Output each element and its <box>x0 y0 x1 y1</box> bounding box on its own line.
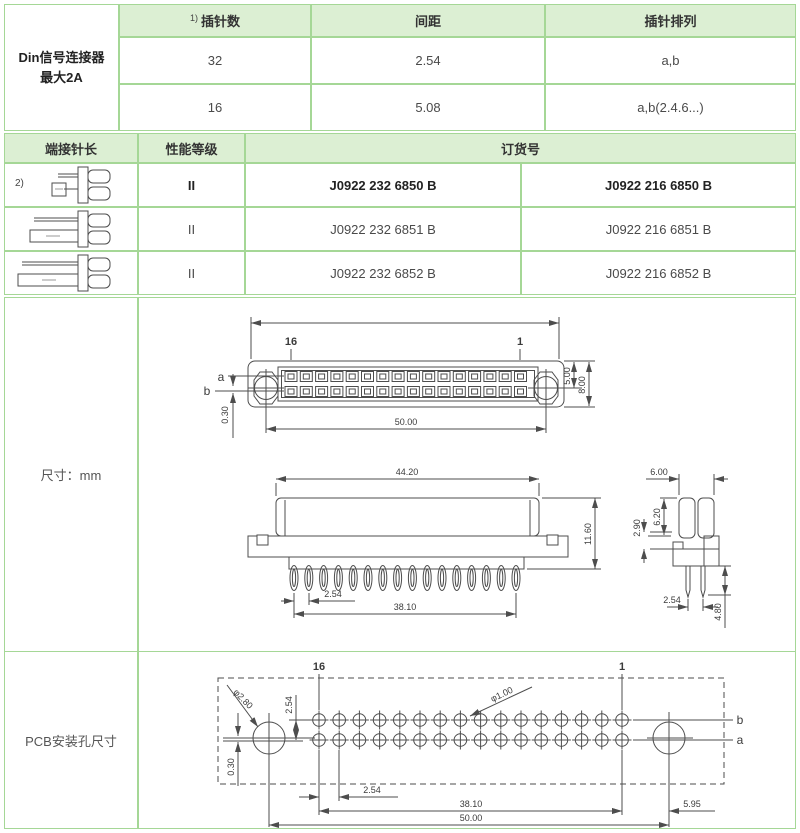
spec-product-cell: Din信号连接器 最大2A <box>4 4 119 131</box>
pcb-drawing-cell: 16 1 φ2.80 φ1.00 2.54 0.30 b a 2.54 38.1… <box>138 651 796 829</box>
pcb-span-dim: 38.10 <box>460 799 483 809</box>
pcb-board-outline <box>217 677 725 785</box>
front-view-drawing: 16 1 a b 0.30 50.00 5.00 8.00 <box>204 317 595 438</box>
pcb-offset-dim: 0.30 <box>226 758 236 776</box>
order-row2-grade: II <box>138 207 245 251</box>
spec-row1-arrangement: a,b <box>545 37 796 84</box>
connector-icon-short-pin <box>51 166 110 204</box>
order-row1-note: 2) <box>15 178 24 189</box>
pcb-label-cell: PCB安装孔尺寸 <box>4 651 138 829</box>
dimensions-label-cell: 尺寸：mm <box>4 297 138 652</box>
pcb-hole-drawing: 16 1 φ2.80 φ1.00 2.54 0.30 b a 2.54 38.1… <box>217 661 744 828</box>
side-width-dim: 44.20 <box>396 467 419 477</box>
connector-icon-medium-pin <box>29 210 110 248</box>
end-pin-length-dim: 4.80 <box>713 603 723 621</box>
front-offset-dim: 0.30 <box>220 406 230 424</box>
dimensions-drawing-cell: 16 1 a b 0.30 50.00 5.00 8.00 <box>138 297 796 652</box>
pcb-row-b-label: b <box>737 713 744 727</box>
order-row1-number-32: J0922 232 6850 B <box>245 163 521 207</box>
order-row2-number-16: J0922 216 6851 B <box>521 207 796 251</box>
pcb-pin1-label: 1 <box>619 661 625 673</box>
side-view-drawing: 44.20 2.54 38.10 11.60 <box>247 467 601 618</box>
spec-header-pitch: 间距 <box>311 4 545 37</box>
side-view-pin-array <box>289 565 521 591</box>
order-header-grade: 性能等级 <box>138 133 245 163</box>
spec-header-arrangement: 插针排列 <box>545 4 796 37</box>
order-row3-icon-cell <box>4 251 138 295</box>
pcb-row-a-label: a <box>737 733 744 747</box>
order-row3-number-32: J0922 232 6852 B <box>245 251 521 295</box>
pcb-edge-dim: 5.95 <box>683 799 701 809</box>
order-row2-number-32: J0922 232 6851 B <box>245 207 521 251</box>
end-depth-dim: 6.20 <box>652 508 662 526</box>
spec-header-pins-label: 插针数 <box>201 14 241 29</box>
spec-product-line1: Din信号连接器 <box>18 50 105 65</box>
spec-header-pins-note: 1) <box>189 12 198 23</box>
end-pitch-dim: 2.54 <box>663 595 681 605</box>
order-header-order-number: 订货号 <box>245 133 796 163</box>
end-step-dim: 2.90 <box>632 519 642 537</box>
front-span-dim: 50.00 <box>395 417 418 427</box>
order-row2-icon-cell <box>4 207 138 251</box>
front-view-socket-array <box>284 371 527 397</box>
side-pitch-dim: 2.54 <box>324 589 342 599</box>
spec-header-pins: 1) 插针数 <box>119 4 311 37</box>
order-row1-grade: II <box>138 163 245 207</box>
side-height-dim: 11.60 <box>583 523 593 545</box>
dimension-drawings: 16 1 a b 0.30 50.00 5.00 8.00 <box>204 317 731 628</box>
front-pin1-label: 1 <box>517 336 523 348</box>
spec-row2-arrangement: a,b(2.4.6...) <box>545 84 796 131</box>
order-row1-icon-cell: 2) <box>4 163 138 207</box>
spec-row2-pins: 16 <box>119 84 311 131</box>
order-header-pin-length: 端接针长 <box>4 133 138 163</box>
end-width-dim: 6.00 <box>650 467 668 477</box>
front-pin16-label: 16 <box>285 336 297 348</box>
pcb-pitch-dim: 2.54 <box>363 785 381 795</box>
spec-row2-pitch: 5.08 <box>311 84 545 131</box>
order-row1-number-16: J0922 216 6850 B <box>521 163 796 207</box>
order-row3-number-16: J0922 216 6852 B <box>521 251 796 295</box>
front-d5-dim: 5.00 <box>562 367 572 385</box>
front-d8-dim: 8.00 <box>577 376 587 394</box>
connector-icon-long-pin <box>17 254 110 292</box>
order-row3-grade: II <box>138 251 245 295</box>
end-view-drawing: 6.00 6.20 2.90 2.54 4.80 <box>632 467 731 628</box>
pcb-row-pitch-dim: 2.54 <box>284 696 294 714</box>
spec-row1-pins: 32 <box>119 37 311 84</box>
pcb-total-dim: 50.00 <box>460 813 483 823</box>
spec-product-line2: 最大2A <box>40 69 83 85</box>
pcb-pin16-label: 16 <box>313 661 325 673</box>
spec-row1-pitch: 2.54 <box>311 37 545 84</box>
front-row-b-label: b <box>204 384 211 398</box>
side-span-dim: 38.10 <box>394 602 417 612</box>
pcb-pin-hole-array <box>309 710 632 750</box>
front-row-a-label: a <box>218 370 225 384</box>
